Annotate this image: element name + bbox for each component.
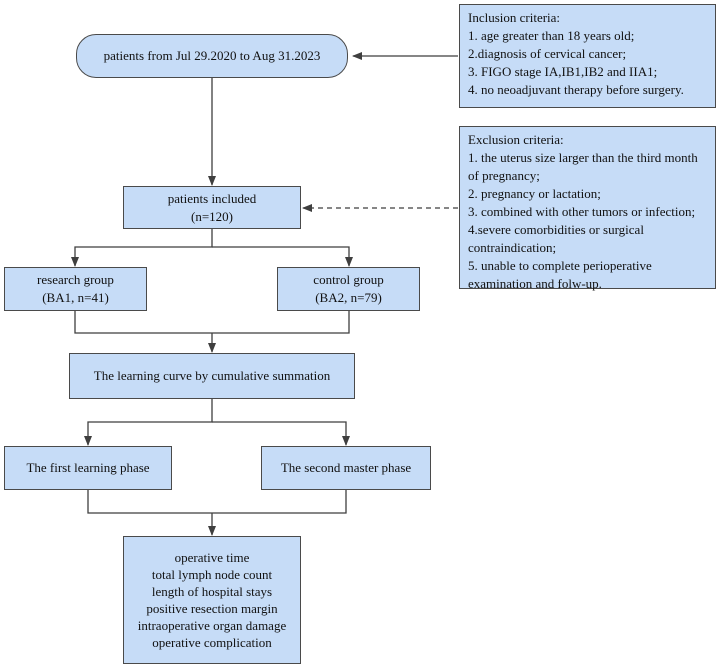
patients-included-box: patients included (n=120)	[123, 186, 301, 229]
learning-curve-box: The learning curve by cumulative summati…	[69, 353, 355, 399]
control-group-label: control group	[313, 272, 384, 287]
inclusion-item: 4. no neoadjuvant therapy before surgery…	[468, 82, 684, 97]
included-label: patients included	[167, 190, 257, 206]
outcome-item: positive resection margin	[146, 601, 278, 616]
second-phase-label: The second master phase	[280, 460, 412, 475]
exclusion-item: 4.severe comorbidities or surgical	[468, 222, 644, 237]
exclusion-item: examination and folw-up.	[468, 276, 602, 291]
exclusion-criteria-box: Exclusion criteria: 1. the uterus size l…	[459, 126, 716, 291]
exclusion-item: 1. the uterus size larger than the third…	[468, 150, 698, 165]
arrow-learning-curve-to-first-phase	[84, 399, 213, 446]
arrow-included-to-research	[71, 229, 213, 267]
outcome-item: length of hospital stays	[151, 584, 273, 599]
exclusion-item: 2. pregnancy or lactation;	[468, 186, 601, 201]
research-group-label: research group	[37, 272, 114, 287]
first-phase-label: The first learning phase	[26, 460, 150, 475]
inclusion-title: Inclusion criteria:	[468, 10, 561, 25]
exclusion-title: Exclusion criteria:	[468, 132, 564, 147]
research-group-count: (BA1, n=41)	[42, 290, 109, 305]
outcome-item: operative complication	[152, 635, 272, 650]
exclusion-item: contraindication;	[468, 240, 557, 255]
learning-curve-label: The learning curve by cumulative summati…	[93, 368, 331, 383]
exclusion-item: 3. combined with other tumors or infecti…	[468, 204, 696, 219]
first-learning-phase-box: The first learning phase	[4, 446, 172, 490]
research-group-box: research group (BA1, n=41)	[4, 267, 147, 311]
outcome-item: operative time	[174, 550, 250, 565]
arrow-included-to-control	[212, 246, 353, 267]
inclusion-item: 3. FIGO stage IA,IB1,IB2 and IIA1;	[468, 64, 658, 79]
control-group-box: control group (BA2, n=79)	[277, 267, 420, 311]
inclusion-item: 2.diagnosis of cervical cancer;	[468, 46, 627, 61]
exclusion-item: of pregnancy;	[468, 168, 540, 183]
outcomes-box: operative time total lymph node count le…	[123, 536, 301, 664]
start-patients-box: patients from Jul 29.2020 to Aug 31.2023	[76, 34, 348, 78]
outcome-item: total lymph node count	[151, 567, 273, 582]
second-master-phase-box: The second master phase	[261, 446, 431, 490]
connector-phases-merge	[87, 490, 347, 514]
connector-groups-merge	[74, 311, 350, 334]
inclusion-item: 1. age greater than 18 years old;	[468, 28, 635, 43]
inclusion-criteria-box: Inclusion criteria: 1. age greater than …	[459, 4, 716, 108]
control-group-count: (BA2, n=79)	[315, 290, 382, 305]
outcome-item: intraoperative organ damage	[137, 618, 287, 633]
arrow-learning-curve-to-second-phase	[212, 421, 350, 446]
start-label: patients from Jul 29.2020 to Aug 31.2023	[103, 48, 321, 63]
exclusion-item: 5. unable to complete perioperative	[468, 258, 652, 273]
included-count: (n=120)	[191, 208, 233, 224]
